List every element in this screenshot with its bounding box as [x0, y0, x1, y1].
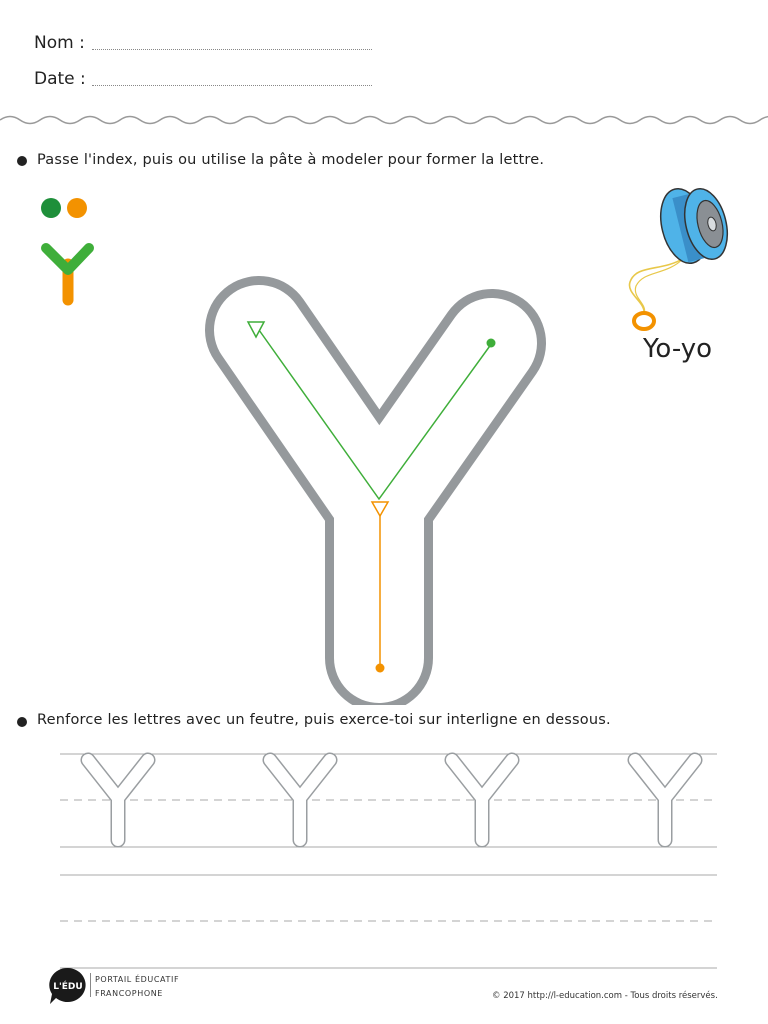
- green-end-dot: [486, 338, 496, 348]
- practice-letter-outline: [444, 752, 520, 848]
- green-start-arrow: [246, 321, 266, 339]
- bullet-icon: [17, 717, 27, 727]
- footer-divider: [90, 973, 91, 997]
- yoyo-icon: [628, 187, 729, 331]
- writing-lines: [60, 752, 717, 969]
- instruction-2: Renforce les lettres avec un feutre, pui…: [37, 712, 611, 728]
- yoyo-caption: Yo-yo: [643, 334, 713, 364]
- name-label: Nom :: [34, 33, 85, 53]
- svg-text:L'ÉDU: L'ÉDU: [53, 980, 82, 992]
- name-field[interactable]: [92, 49, 372, 50]
- ledu-logo: L'ÉDU: [49, 967, 86, 1004]
- instruction-1: Passe l'index, puis ou utilise la pâte à…: [37, 152, 545, 168]
- green-stroke: [41, 243, 94, 275]
- wavy-divider: [0, 115, 768, 125]
- stroke-order-legend: [41, 198, 94, 306]
- practice-letter-outline: [80, 752, 156, 848]
- copyright: © 2017 http://l-education.com - Tous dro…: [492, 991, 718, 1001]
- date-label: Date :: [34, 69, 86, 89]
- bullet-icon: [17, 156, 27, 166]
- brand-line-1: PORTAIL ÉDUCATIF: [95, 975, 180, 984]
- orange-end-dot: [375, 663, 385, 673]
- orange-dot-icon: [67, 198, 87, 218]
- green-guide-line: [258, 329, 493, 501]
- practice-letter-outline: [262, 752, 338, 848]
- orange-start-arrow: [370, 501, 390, 518]
- brand-line-2: FRANCOPHONE: [95, 989, 163, 998]
- big-y-letter: [205, 276, 546, 705]
- date-field[interactable]: [92, 85, 372, 86]
- green-dot-icon: [41, 198, 61, 218]
- practice-letter-outline: [627, 752, 703, 848]
